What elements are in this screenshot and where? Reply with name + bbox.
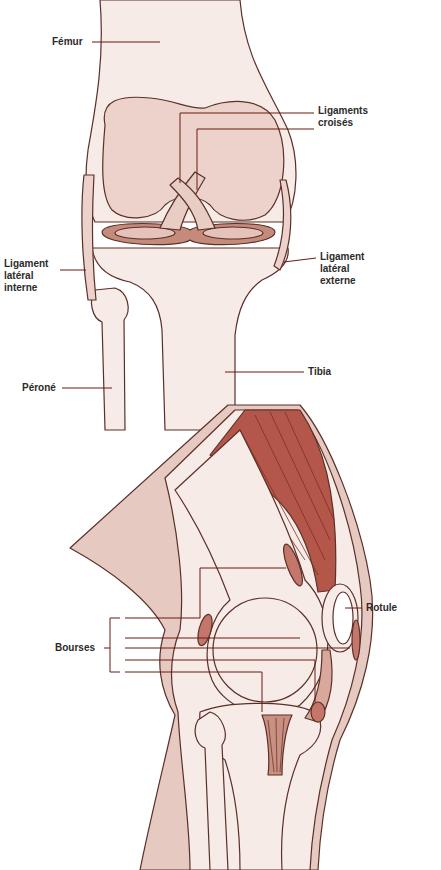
- leader-line: [284, 258, 316, 262]
- part-label: Rotule: [366, 602, 426, 614]
- label-holder: Bourses: [55, 642, 115, 654]
- femoral-condyle: [213, 598, 317, 702]
- leader-line: [62, 388, 112, 389]
- cruciate-ligament: [170, 178, 215, 230]
- tibia: [92, 248, 288, 430]
- leg-skin: [70, 405, 373, 870]
- label-holder: Ligament latéral externe: [320, 251, 378, 287]
- leader-line: [345, 608, 362, 609]
- leader-line: [225, 372, 304, 373]
- bursa: [311, 702, 325, 722]
- medial-ligament: [82, 175, 96, 300]
- lateral-ligament: [274, 180, 291, 270]
- label-holder: Péroné: [22, 382, 82, 394]
- part-label: Ligaments croisés: [318, 105, 380, 129]
- bursa: [280, 542, 306, 587]
- label-holder: Ligaments croisés: [318, 105, 380, 129]
- fibula: [91, 288, 128, 430]
- label-holder: Rotule: [366, 602, 426, 614]
- leader-line: [125, 660, 315, 702]
- leader-line: [197, 129, 314, 190]
- ligament-side: [262, 715, 292, 775]
- patellar-tendon: [305, 650, 332, 722]
- label-holder: Fémur: [52, 36, 112, 48]
- part-label: Péroné: [22, 382, 82, 394]
- label-holder: Ligament latéral interne: [4, 258, 58, 294]
- fibula-side: [195, 712, 228, 870]
- bracket: [104, 618, 120, 672]
- leader-line: [60, 270, 86, 271]
- leader-line: [125, 672, 262, 712]
- label-holder: Tibia: [308, 366, 368, 378]
- leader-line: [125, 648, 350, 649]
- leader-line: [180, 113, 314, 183]
- part-label: Ligament latéral externe: [320, 251, 378, 287]
- part-label: Bourses: [55, 642, 115, 654]
- menisci: [102, 224, 275, 245]
- part-label: Tibia: [308, 366, 368, 378]
- leader-line: [92, 42, 160, 43]
- bursa: [352, 620, 360, 660]
- leader-line: [125, 638, 300, 639]
- part-label: Fémur: [52, 36, 112, 48]
- ligament-fibres: [268, 718, 284, 772]
- leg-inner: [165, 410, 362, 870]
- leader-line: [125, 568, 286, 618]
- part-label: Ligament latéral interne: [4, 258, 58, 294]
- femur-side: [175, 430, 328, 714]
- patella-inner: [333, 592, 353, 644]
